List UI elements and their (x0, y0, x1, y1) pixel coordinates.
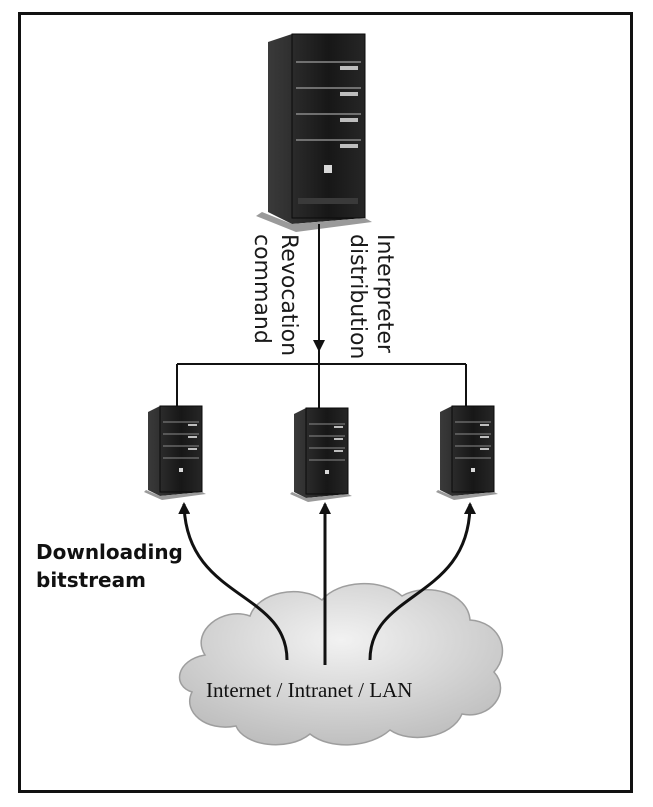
downloading-label-line1: Downloading (36, 540, 183, 564)
revocation-command-label: Revocation command (248, 234, 302, 356)
network-label: Internet / Intranet / LAN (206, 678, 413, 702)
main-server-icon (256, 33, 372, 232)
download-arrow-right (368, 502, 476, 661)
interpreter-distribution-label: Interpreter distribution (344, 234, 398, 359)
network-cloud-icon (178, 583, 504, 746)
revocation-label-line2: command (249, 234, 274, 344)
interpreter-label-line1: Interpreter (372, 234, 397, 353)
node-server-middle-icon (290, 407, 352, 502)
node-server-right-icon (436, 405, 498, 500)
downloading-bitstream-label: Downloading bitstream (36, 538, 183, 594)
downloading-label-line2: bitstream (36, 568, 146, 592)
download-arrow-left (178, 502, 289, 661)
interpreter-label-line2: distribution (345, 234, 370, 360)
node-server-left-icon (144, 405, 206, 500)
revocation-label-line1: Revocation (276, 234, 301, 357)
